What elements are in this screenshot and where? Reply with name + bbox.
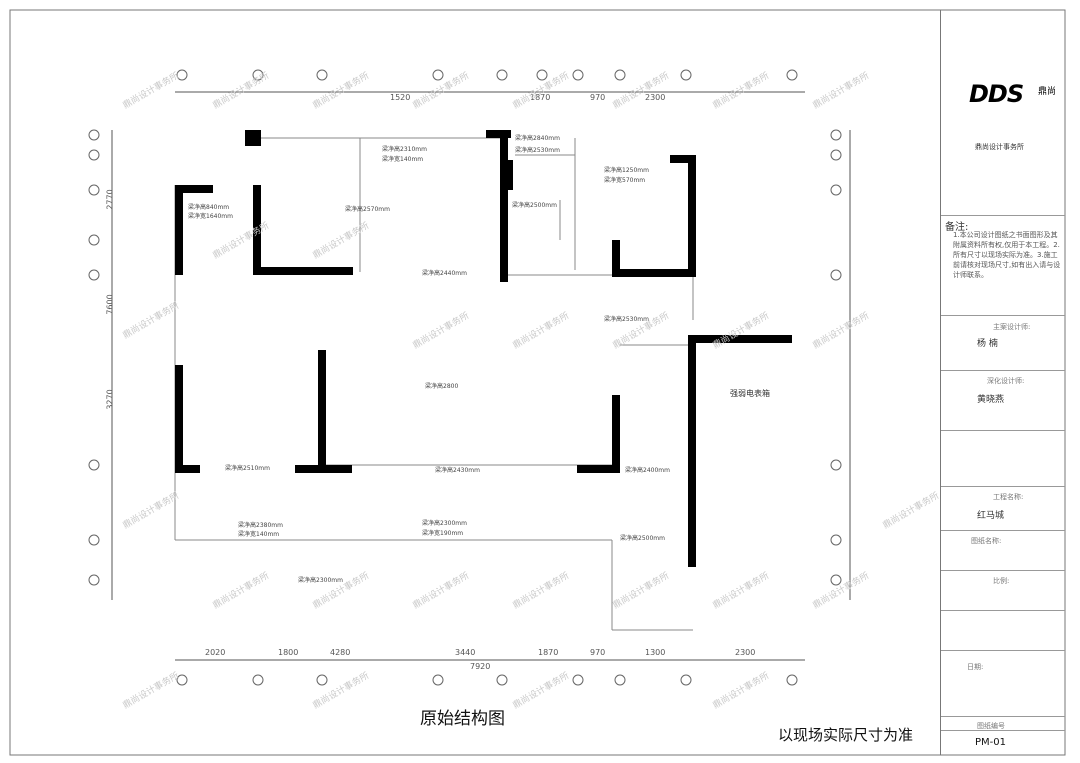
company-logo-side: 鼎尚 <box>1038 87 1057 97</box>
dim-bottom-2: 1800 <box>278 648 299 657</box>
dim-bottom-1: 2020 <box>205 648 226 657</box>
sheet-number: PM-01 <box>975 737 1006 748</box>
sheet-border <box>9 9 1066 756</box>
beam-note: 梁净高840mm <box>188 204 230 211</box>
beam-note: 梁净宽190mm <box>422 530 464 537</box>
dim-top-2: 1870 <box>530 93 551 102</box>
beam-note: 梁净高2840mm <box>515 135 560 142</box>
beam-note: 梁净高2300mm <box>422 520 467 527</box>
beam-note: 梁净高2310mm <box>382 146 427 153</box>
dim-bottom-3: 4280 <box>330 648 351 657</box>
dim-top-1: 1520 <box>390 93 411 102</box>
remarks-label: 备注: <box>945 222 969 233</box>
beam-note: 梁净高2570mm <box>345 206 390 213</box>
sheet-number-label: 图纸编号 <box>977 722 1005 730</box>
main-designer-label: 主案设计师: <box>993 323 1031 331</box>
beam-note: 梁净宽1640mm <box>188 213 233 220</box>
deep-designer-value: 黄晓燕 <box>977 395 1005 405</box>
axis-bubbles <box>88 69 842 686</box>
drawing-name-label: 图纸名称: <box>971 537 1002 545</box>
beam-note: 梁净高2300mm <box>298 577 343 584</box>
structural-walls <box>175 130 792 567</box>
scale-label: 比例: <box>993 577 1010 585</box>
deep-designer-label: 深化设计师: <box>987 377 1025 385</box>
drawing-title: 原始结构图 <box>420 709 505 729</box>
dim-bottom-4: 3440 <box>455 648 476 657</box>
dim-bottom-8: 1300 <box>645 648 666 657</box>
dim-bottom-6: 1870 <box>538 648 559 657</box>
beam-note: 梁净宽570mm <box>604 177 646 184</box>
beam-note: 梁净高2430mm <box>435 467 480 474</box>
dim-left-2: 3270 <box>105 389 115 410</box>
dim-top-3: 970 <box>590 93 606 102</box>
project-name-value: 红马城 <box>977 511 1005 521</box>
dim-left-3: 7600 <box>105 294 115 315</box>
dim-bottom-5: 7920 <box>470 662 491 671</box>
date-label: 日期: <box>967 663 984 671</box>
dim-top-4: 2300 <box>645 93 666 102</box>
site-dimension-note: 以现场实际尺寸为准 <box>778 726 914 744</box>
project-name-label: 工程名称: <box>993 493 1024 501</box>
beam-note: 梁净高2530mm <box>515 147 560 154</box>
beam-note: 梁净高1250mm <box>604 167 649 174</box>
title-block: DDS 鼎尚 鼎尚设计事务所 备注: 1.本公司设计图纸之书面图形及其附属资料所… <box>940 10 1065 755</box>
dim-bottom-7: 970 <box>590 648 606 657</box>
main-designer-value: 杨 楠 <box>977 339 998 349</box>
beam-note: 梁净高2500mm <box>620 535 665 542</box>
beam-note: 梁净高2400mm <box>625 467 670 474</box>
company-name: 鼎尚设计事务所 <box>975 143 1024 151</box>
beam-note: 梁净高2530mm <box>604 316 649 323</box>
beam-note: 梁净高2500mm <box>512 202 557 209</box>
beam-note: 梁净高2380mm <box>238 522 283 529</box>
beam-note: 梁净宽140mm <box>238 531 280 538</box>
dim-bottom-9: 2300 <box>735 648 756 657</box>
beam-note: 梁净高2510mm <box>225 465 270 472</box>
beam-note: 梁净高2440mm <box>422 270 467 277</box>
beam-note: 梁净高2800 <box>425 383 459 390</box>
beam-note: 梁净宽140mm <box>382 156 424 163</box>
meter-box-label: 强弱电表箱 <box>730 389 770 398</box>
company-logo: DDS <box>969 80 1024 108</box>
dim-left-1: 2770 <box>105 189 115 210</box>
remarks-text: 1.本公司设计图纸之书面图形及其附属资料所有权,仅用于本工程。2.所有尺寸以现场… <box>953 231 1061 279</box>
